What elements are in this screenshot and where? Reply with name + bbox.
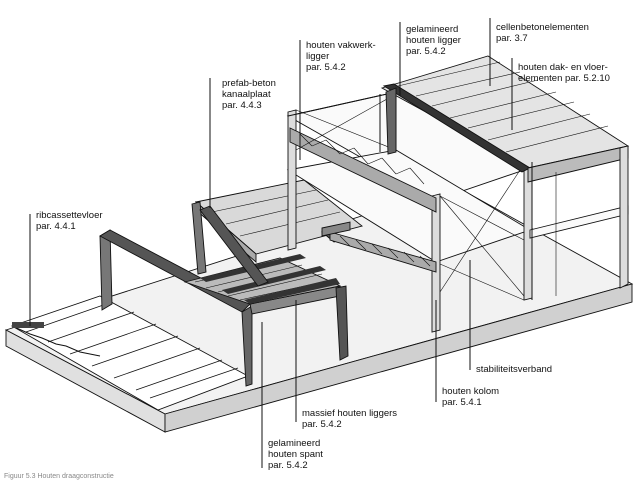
label-line-2: houten ligger bbox=[406, 35, 461, 46]
label-line-2: par. 5.4.1 bbox=[442, 397, 482, 408]
label-line-1: houten vakwerk- bbox=[306, 40, 376, 51]
label-line-1: houten kolom bbox=[442, 386, 499, 397]
label-line-1: stabiliteitsverband bbox=[476, 364, 552, 375]
label-gelamineerd-houten-spant: gelamineerd houten spant par. 5.4.2 bbox=[261, 322, 323, 471]
label-line-2: par. 5.4.2 bbox=[302, 419, 342, 430]
label-houten-vakwerkligger: houten vakwerk- ligger par. 5.4.2 bbox=[299, 40, 376, 160]
label-line-3: par. 5.4.2 bbox=[268, 460, 308, 471]
label-massief-houten-liggers: massief houten liggers par. 5.4.2 bbox=[295, 300, 397, 430]
label-ribcassettevloer: ribcassettevloer par. 4.4.1 bbox=[29, 210, 103, 326]
label-line-1: ribcassettevloer bbox=[36, 210, 103, 221]
label-line-2: houten spant bbox=[268, 449, 323, 460]
label-line-3: par. 4.4.3 bbox=[222, 100, 262, 111]
label-line-2: par. 3.7 bbox=[496, 33, 528, 44]
right-block bbox=[380, 55, 630, 300]
label-line-1: houten dak- en vloer- bbox=[518, 62, 608, 73]
figure-caption: Figuur 5.3 Houten draagconstructie bbox=[4, 473, 114, 480]
label-prefab-beton-kanaalplaat: prefab-beton kanaalplaat par. 4.4.3 bbox=[209, 78, 276, 208]
label-line-1: cellenbetonelementen bbox=[496, 22, 589, 33]
label-line-1: prefab-beton bbox=[222, 78, 276, 89]
label-houten-dak-vloerelementen: houten dak- en vloer- elementen par. 5.2… bbox=[511, 58, 610, 130]
label-line-2: ligger bbox=[306, 51, 329, 62]
label-houten-kolom: houten kolom par. 5.4.1 bbox=[435, 300, 499, 408]
label-gelamineerd-houten-ligger: gelamineerd houten ligger par. 5.4.2 bbox=[399, 22, 461, 96]
label-line-1: massief houten liggers bbox=[302, 408, 397, 419]
label-stabiliteitsverband: stabiliteitsverband bbox=[469, 260, 552, 375]
timber-truss-frame bbox=[286, 91, 533, 333]
precast-hollowcore-slab bbox=[191, 179, 363, 287]
label-line-1: gelamineerd bbox=[406, 24, 458, 35]
laminated-timber-portal bbox=[99, 229, 349, 387]
label-line-3: par. 5.4.2 bbox=[306, 62, 346, 73]
label-line-2: elementen par. 5.2.10 bbox=[518, 73, 610, 84]
label-cellenbetonelementen: cellenbetonelementen par. 3.7 bbox=[489, 18, 589, 86]
label-line-2: par. 4.4.1 bbox=[36, 221, 76, 232]
label-line-3: par. 5.4.2 bbox=[406, 46, 446, 57]
label-line-2: kanaalplaat bbox=[222, 89, 271, 100]
label-line-1: gelamineerd bbox=[268, 438, 320, 449]
